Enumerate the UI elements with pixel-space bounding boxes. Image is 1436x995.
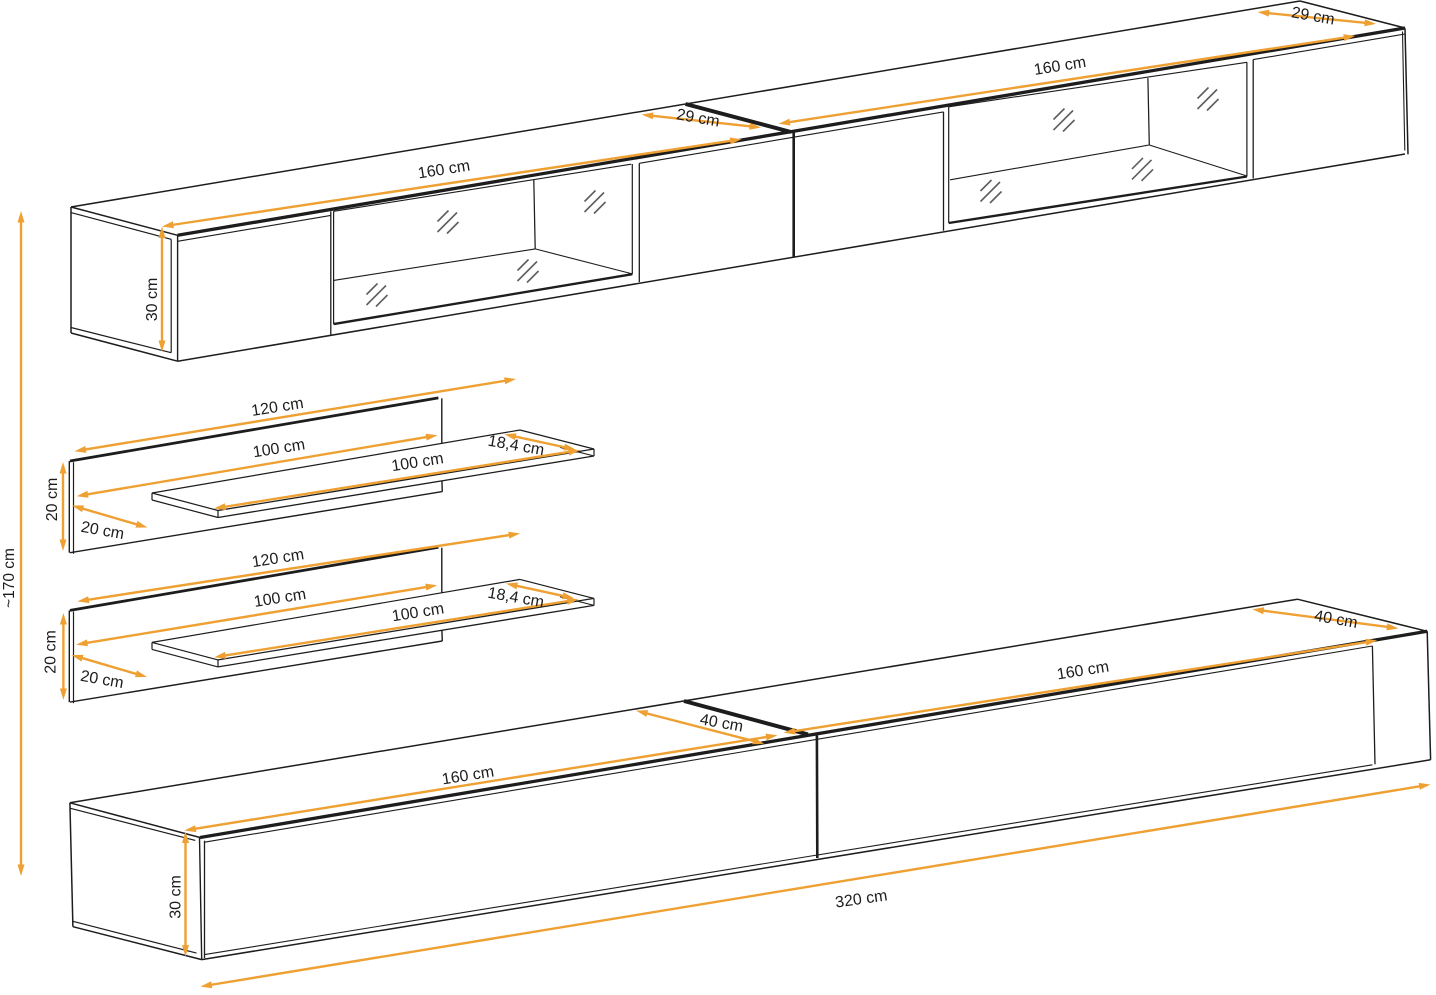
svg-text:~170 cm: ~170 cm (1, 548, 18, 608)
svg-text:30 cm: 30 cm (168, 875, 185, 919)
svg-text:20 cm: 20 cm (43, 630, 60, 674)
svg-text:20 cm: 20 cm (44, 478, 61, 522)
svg-text:30 cm: 30 cm (144, 278, 161, 322)
